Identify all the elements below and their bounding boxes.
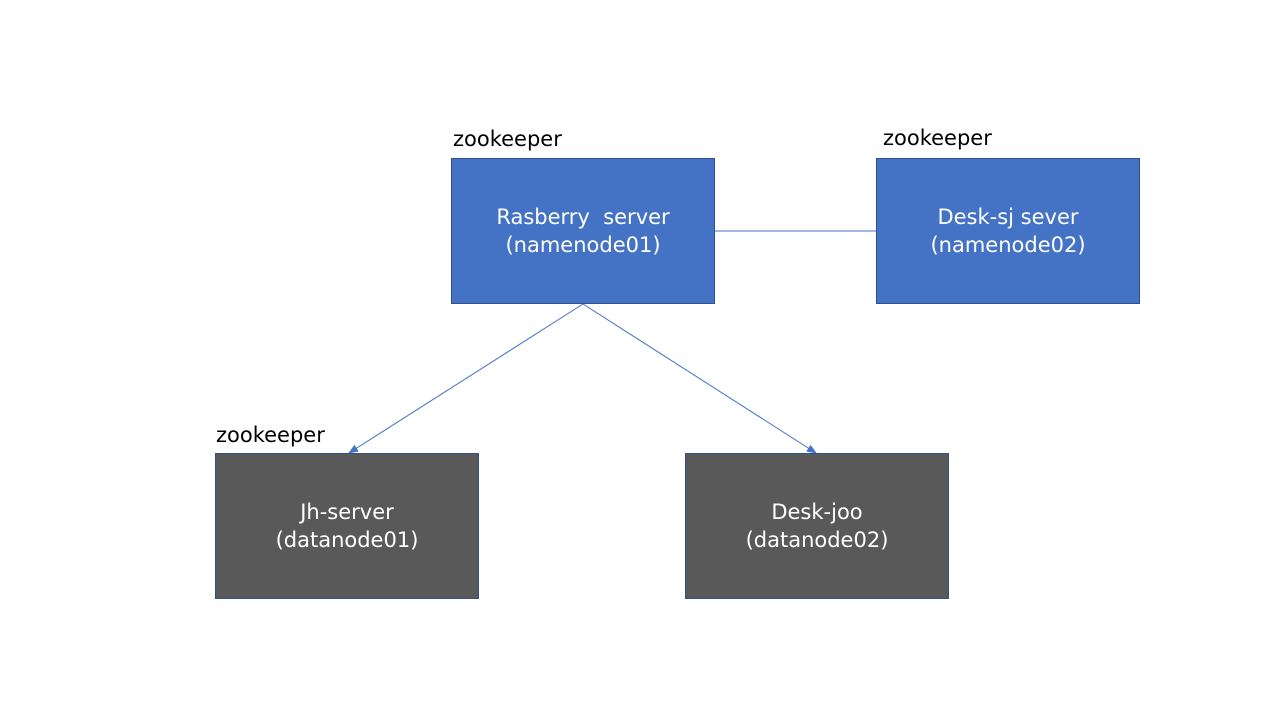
node-role: (namenode01)	[505, 233, 661, 257]
zookeeper-label-jh-server: zookeeper	[216, 423, 325, 447]
node-desk-joo[interactable]: Desk-joo (datanode02)	[685, 453, 949, 599]
zookeeper-label-desk-sj: zookeeper	[883, 126, 992, 150]
edge-rasberry-to-jh-server	[348, 303, 584, 454]
node-title: Desk-sj sever	[937, 205, 1079, 229]
node-jh-server[interactable]: Jh-server (datanode01)	[215, 453, 479, 599]
node-role: (datanode01)	[275, 528, 419, 552]
node-title: Rasberry server	[496, 205, 670, 229]
node-rasberry-server[interactable]: Rasberry server (namenode01)	[451, 158, 715, 304]
zookeeper-label-rasberry: zookeeper	[453, 127, 562, 151]
node-role: (namenode02)	[930, 233, 1086, 257]
node-title: Desk-joo	[771, 500, 863, 524]
node-title: Jh-server	[300, 500, 394, 524]
node-desk-sj-sever[interactable]: Desk-sj sever (namenode02)	[876, 158, 1140, 304]
edge-rasberry-to-desk-joo	[582, 303, 817, 454]
node-role: (datanode02)	[745, 528, 889, 552]
